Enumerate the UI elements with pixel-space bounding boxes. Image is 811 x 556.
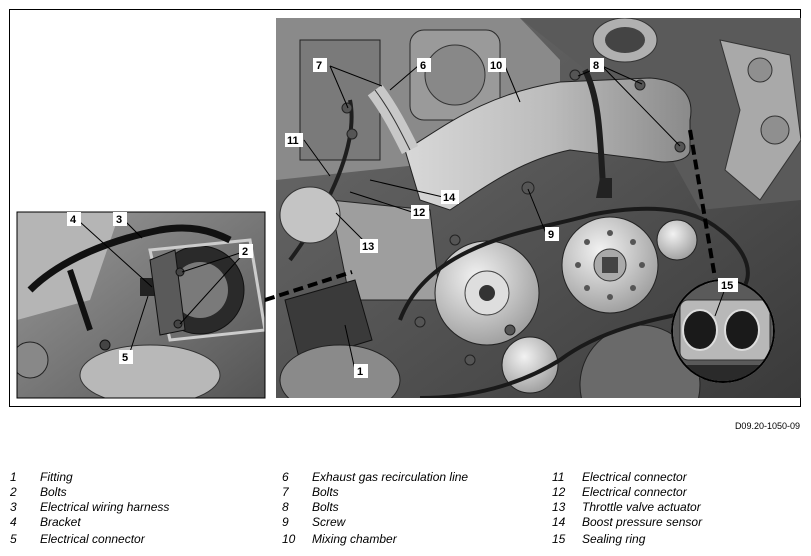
callout-14: 14: [443, 192, 456, 204]
legend-number: 5: [10, 532, 17, 546]
legend-label: Exhaust gas recirculation line: [312, 470, 469, 484]
legend-number: 11: [552, 470, 565, 484]
zoom-connector-inset: [264, 270, 353, 302]
legend-label: Throttle valve actuator: [582, 500, 701, 514]
callout-1: 1: [357, 366, 363, 378]
callout-6: 6: [420, 60, 426, 72]
legend-label: Bolts: [312, 500, 339, 514]
engine-diagram: 4 3 2 5 7 6 10 8 11 14 12 13 9 1 15: [16, 18, 801, 399]
callout-labels: 4 3 2 5 7 6 10 8 11 14 12 13 9 1 15: [67, 58, 738, 378]
legend-label: Mixing chamber: [312, 532, 397, 546]
main-photo: [276, 18, 801, 398]
legend-number: 6: [282, 470, 289, 484]
callout-10: 10: [490, 60, 502, 72]
legend-number: 14: [552, 515, 566, 529]
callout-4: 4: [70, 214, 77, 226]
legend-number: 1: [10, 470, 17, 484]
legend-label: Boost pressure sensor: [582, 515, 703, 529]
callout-3: 3: [116, 214, 122, 226]
round-detail-inset: [671, 279, 775, 383]
legend-label: Electrical wiring harness: [40, 500, 170, 514]
legend-number: 10: [282, 532, 296, 546]
legend-number: 7: [282, 485, 289, 499]
callout-9: 9: [548, 229, 554, 241]
legend-number: 12: [552, 485, 566, 499]
zoom-connector-round: [688, 129, 717, 279]
legend-label: Sealing ring: [582, 532, 646, 546]
callout-11: 11: [287, 135, 299, 147]
legend-label: Bracket: [40, 515, 81, 529]
legend-number: 8: [282, 500, 289, 514]
legend-label: Fitting: [40, 470, 73, 484]
legend: 1 Fitting 2 Bolts 3 Electrical wiring ha…: [0, 470, 811, 556]
legend-label: Electrical connector: [582, 470, 687, 484]
legend-number: 13: [552, 500, 566, 514]
legend-number: 3: [10, 500, 17, 514]
legend-label: Electrical connector: [40, 532, 145, 546]
callout-5: 5: [122, 352, 128, 364]
inset-photo: [16, 211, 266, 399]
figure-code: D09.20-1050-09: [734, 421, 800, 431]
callout-8: 8: [593, 60, 599, 72]
legend-label: Screw: [312, 515, 346, 529]
legend-label: Bolts: [40, 485, 67, 499]
legend-number: 2: [10, 485, 17, 499]
legend-number: 9: [282, 515, 289, 529]
callout-15: 15: [721, 280, 733, 292]
callout-13: 13: [362, 241, 374, 253]
legend-number: 4: [10, 515, 17, 529]
legend-number: 15: [552, 532, 566, 546]
callout-2: 2: [242, 246, 248, 258]
legend-label: Electrical connector: [582, 485, 687, 499]
callout-12: 12: [413, 207, 425, 219]
callout-7: 7: [316, 60, 322, 72]
legend-label: Bolts: [312, 485, 339, 499]
